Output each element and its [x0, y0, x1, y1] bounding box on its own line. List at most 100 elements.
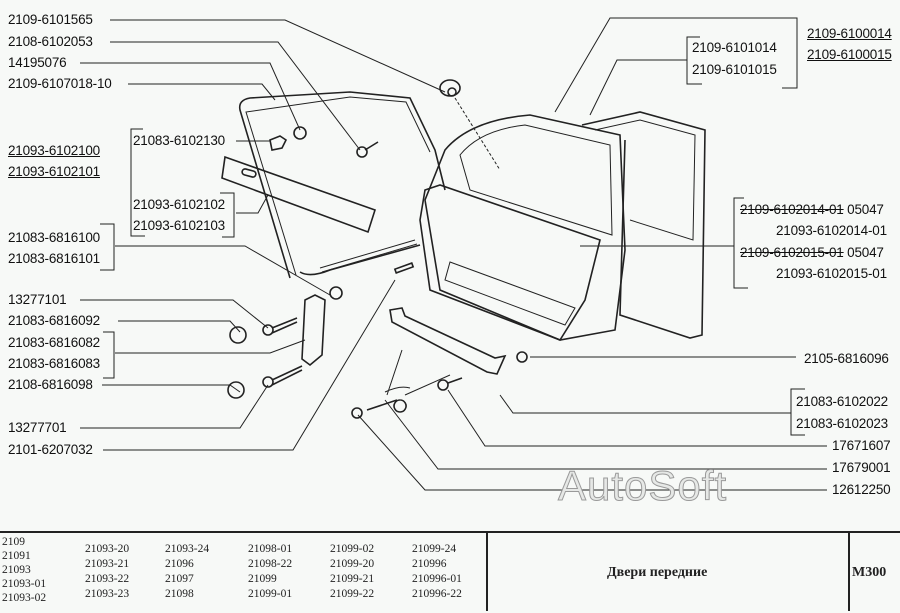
trim-slot — [241, 168, 257, 178]
part-label: 21093-6102014-01 — [776, 223, 887, 238]
door-trim-panel — [419, 184, 601, 341]
part-label-superseded: 2109-6102015-01 05047 — [740, 245, 884, 261]
model: 21093-20 — [85, 543, 130, 555]
plug — [227, 381, 245, 399]
assembly-arrow — [454, 97, 501, 171]
model: 21098-01 — [248, 543, 293, 555]
model: 21098 — [165, 588, 194, 600]
screw-small — [437, 379, 449, 391]
clip-130 — [269, 135, 288, 151]
part-label: 21083-6816083 — [8, 356, 100, 371]
leader-line — [110, 41, 361, 151]
model: 21093-24 — [165, 543, 210, 555]
part-label: 21083-6102022 — [796, 394, 888, 409]
bracket — [220, 192, 235, 238]
part-label: 17679001 — [832, 460, 891, 475]
model-col-5: 21099-02 21099-20 21099-21 21099-22 — [330, 542, 374, 602]
bracket — [790, 388, 805, 436]
superseded-number: 2109-6102014-01 — [740, 202, 844, 217]
part-label: 13277701 — [8, 420, 67, 435]
part-label: 21083-6102023 — [796, 416, 888, 431]
bracket — [686, 36, 702, 85]
part-label: 14195076 — [8, 55, 67, 70]
leader-line — [499, 394, 791, 414]
model: 21093-22 — [85, 573, 130, 585]
supersede-code: 05047 — [847, 245, 884, 260]
model: 21097 — [165, 573, 194, 585]
leader-line — [118, 320, 241, 333]
leader-line — [80, 384, 269, 429]
leader-line — [80, 299, 269, 329]
model: 21093-02 — [2, 592, 47, 604]
part-label: 21083-6816101 — [8, 251, 100, 266]
model: 21099-02 — [330, 543, 375, 555]
part-label: 2109-6101015 — [692, 62, 777, 77]
section-title: Двери передние — [607, 565, 708, 580]
part-label: 2108-6102053 — [8, 34, 93, 49]
part-label: 21093-6102103 — [133, 218, 225, 233]
seal-lower — [319, 239, 418, 273]
watermark: AutoSoft — [557, 462, 728, 510]
bracket — [130, 128, 145, 237]
bolt-head — [262, 324, 274, 336]
part-label: 21083-6816092 — [8, 313, 100, 328]
armrest-handle — [389, 307, 507, 375]
part-label: 12612250 — [832, 482, 891, 497]
model: 210996-22 — [412, 588, 462, 600]
model: 210996-01 — [412, 573, 462, 585]
part-label: 2105-6816096 — [804, 351, 889, 366]
divider — [486, 533, 488, 611]
door-shell — [581, 111, 706, 339]
door-shell-inner — [594, 119, 696, 241]
part-label: 2109-6107018-10 — [8, 76, 112, 91]
model: 21093 — [2, 564, 31, 576]
model: 210996 — [412, 558, 447, 570]
plug — [229, 326, 247, 344]
part-label: 2109-6101014 — [692, 40, 777, 55]
part-label-superseded: 2109-6102014-01 05047 — [740, 202, 884, 218]
door-frame — [424, 114, 626, 341]
bolt-shaft — [271, 365, 303, 381]
model-col-1: 2109 21091 21093 21093-01 21093-02 — [2, 535, 46, 605]
model: 21099-22 — [330, 588, 375, 600]
bolt-shaft — [271, 369, 303, 386]
superseded-number: 2109-6102015-01 — [740, 245, 844, 260]
model-col-6: 21099-24 210996 210996-01 210996-22 — [412, 542, 462, 602]
title-block — [0, 531, 900, 613]
model: 21099-24 — [412, 543, 457, 555]
clip-strip — [393, 262, 415, 274]
screw-long — [366, 399, 407, 413]
bolt-shaft — [271, 317, 298, 329]
screw-shaft — [447, 377, 463, 384]
model: 21093-21 — [85, 558, 130, 570]
model: 21099-20 — [330, 558, 375, 570]
bracket — [103, 331, 115, 379]
part-label-assembly: 2109-6100014 — [807, 26, 892, 41]
part-label: 13277101 — [8, 292, 67, 307]
part-label-assembly: 21093-6102100 — [8, 143, 100, 158]
model: 21098-22 — [248, 558, 293, 570]
part-label: 21083-6816100 — [8, 230, 100, 245]
leader-line — [128, 83, 276, 101]
part-label: 2101-6207032 — [8, 442, 93, 457]
part-label: 21083-6102130 — [133, 133, 225, 148]
door-window-opening — [459, 124, 613, 236]
bracket — [100, 223, 115, 271]
bumper — [516, 351, 528, 363]
leader-line — [110, 19, 446, 93]
part-label: 17671607 — [832, 438, 891, 453]
bolt-head — [262, 376, 274, 388]
leader-line — [384, 399, 827, 470]
divider — [848, 533, 850, 611]
model: 21091 — [2, 550, 31, 562]
door-check-bracket — [301, 294, 326, 367]
model-col-4: 21098-01 21098-22 21099 21099-01 — [248, 542, 292, 602]
model-col-3: 21093-24 21096 21097 21098 — [165, 542, 209, 602]
model-col-2: 21093-20 21093-21 21093-22 21093-23 — [85, 542, 129, 602]
leader-line — [80, 62, 301, 131]
supersede-code: 05047 — [847, 202, 884, 217]
part-label: 2109-6101565 — [8, 12, 93, 27]
bolt-shaft — [271, 321, 298, 334]
part-label: 21083-6816082 — [8, 335, 100, 350]
